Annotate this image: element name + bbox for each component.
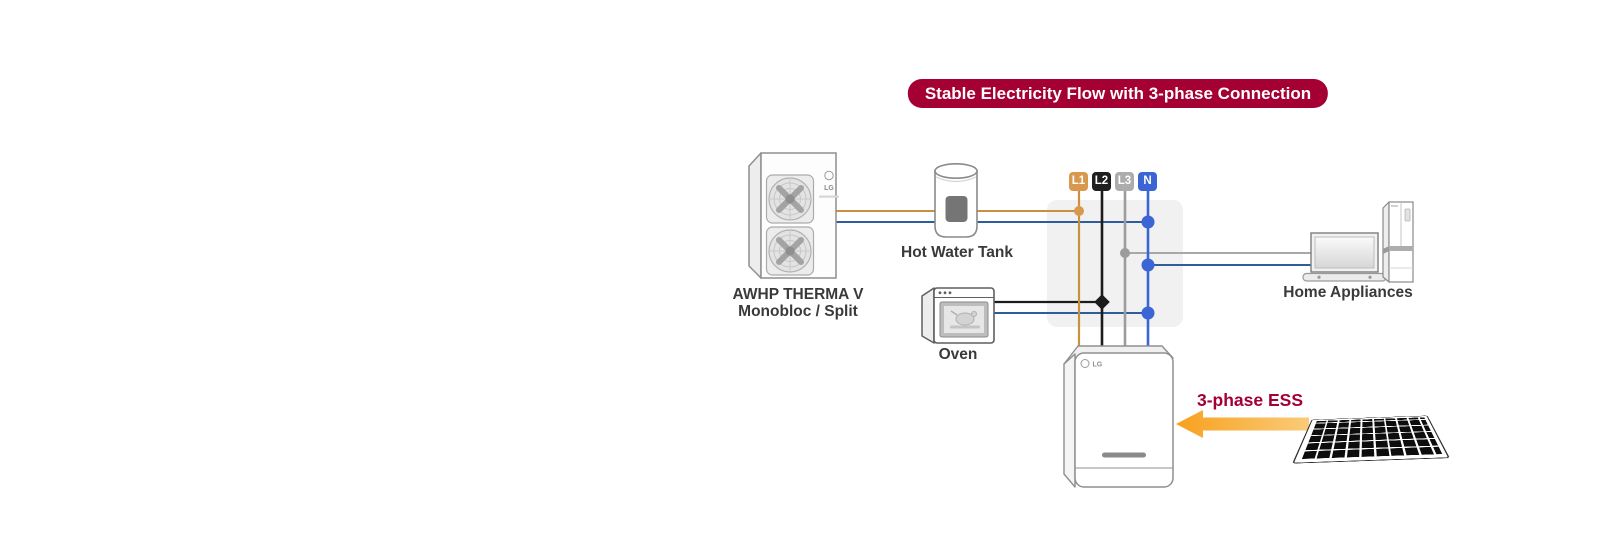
roast-chicken-icon: [950, 310, 980, 329]
hot-water-tank-icon: [934, 163, 978, 238]
dot-l2-oven: [1094, 294, 1110, 310]
awhp-label-line1: AWHP THERMA V: [732, 286, 864, 303]
phase-badge-n: N: [1138, 172, 1157, 191]
solar-panel-grid: [1294, 416, 1448, 463]
dot-n-oven: [1141, 306, 1155, 320]
dot-n-appliances: [1141, 258, 1155, 272]
awhp-unit-icon: LG: [748, 152, 839, 279]
ess-unit-icon: LG: [1063, 345, 1174, 488]
tv-icon: [1302, 232, 1387, 282]
awhp-label-line2: Monobloc / Split: [738, 303, 858, 320]
ess-flow-label: 3-phase ESS: [1196, 390, 1304, 410]
hot-water-tank-label: Hot Water Tank: [901, 244, 1013, 261]
oven-label: Oven: [938, 346, 978, 363]
awhp-label: AWHP THERMA V Monobloc / Split: [733, 286, 864, 320]
lg-logo-icon: LG: [1080, 359, 1103, 369]
home-appliances-label: Home Appliances: [1283, 284, 1413, 301]
phase-badge-l1: L1: [1069, 172, 1088, 191]
fan-icon: [765, 226, 815, 276]
ess-logo-text: LG: [1093, 362, 1103, 369]
banner-pill: Stable Electricity Flow with 3-phase Con…: [907, 79, 1329, 108]
dot-l3-appliances: [1120, 248, 1130, 258]
dot-n-awhp: [1141, 215, 1155, 229]
awhp-logo-text: LG: [824, 185, 834, 192]
lg-logo-icon: LG: [819, 170, 839, 198]
flow-arrow-icon: [1176, 410, 1309, 438]
phase-badge-l2: L2: [1092, 172, 1111, 191]
fan-icon: [765, 174, 815, 224]
oven-icon: [921, 287, 995, 344]
phase-badge-l3: L3: [1115, 172, 1134, 191]
junction-panel: [1047, 200, 1183, 327]
connection-dots: [1074, 206, 1155, 320]
device-wires: [836, 210, 1311, 314]
fridge-icon: [1382, 201, 1414, 283]
solar-panel-icon: [1294, 356, 1448, 463]
dot-l1-awhp: [1074, 206, 1084, 216]
